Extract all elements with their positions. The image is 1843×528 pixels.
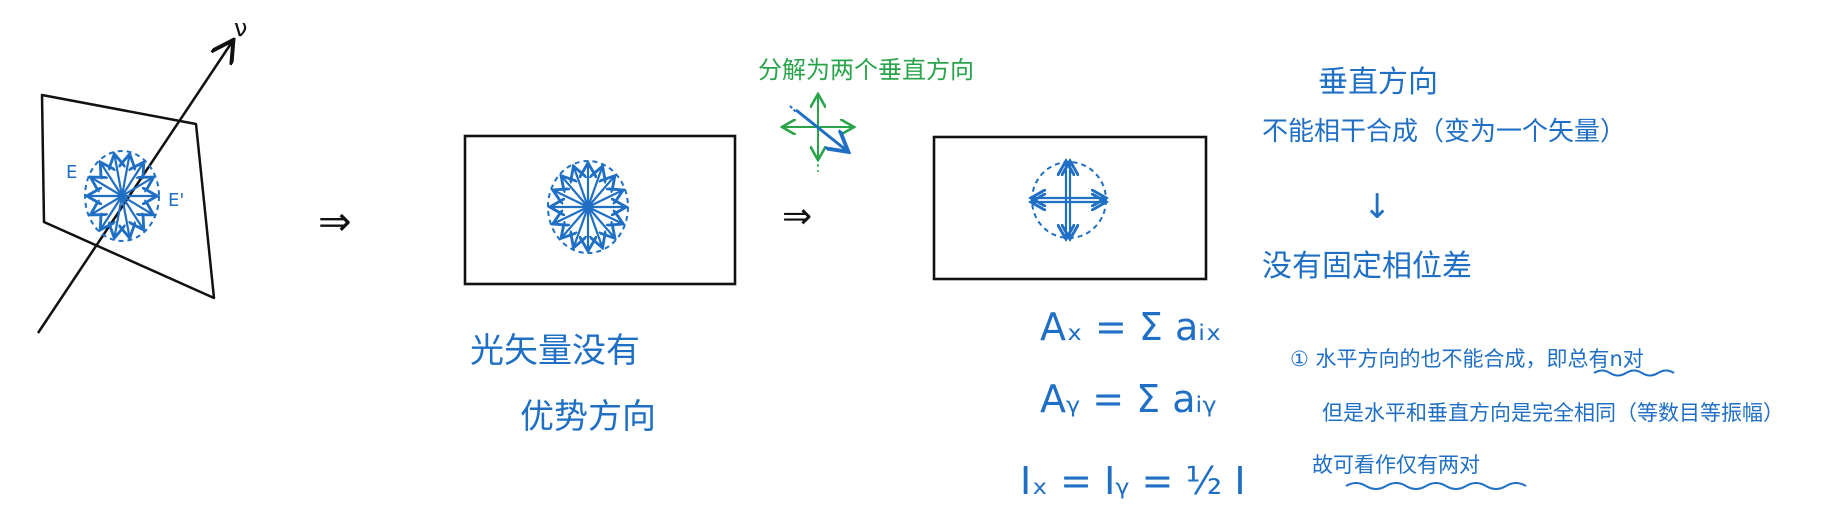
oblique-plane-panel: ν E E' — [36, 14, 247, 334]
random-polarization-star-2 — [547, 160, 629, 254]
oblique-plane — [40, 93, 216, 300]
orthogonal-components — [1032, 162, 1106, 238]
front-view-panel: 光矢量没有 优势方向 — [463, 134, 737, 437]
polarization-vector — [555, 191, 589, 208]
polarization-vector — [563, 206, 589, 237]
note-item-2: 但是水平和垂直方向是完全相同（等数目等振幅） — [1322, 401, 1784, 425]
propagation-label: ν — [234, 14, 247, 42]
caption-line-1: 光矢量没有 — [470, 331, 640, 371]
note-line-3: 没有固定相位差 — [1262, 249, 1472, 284]
caption-line-2: 优势方向 — [520, 397, 656, 437]
decomposed-view-panel: Aₓ = Σ aᵢₓ Aᵧ = Σ aᵢᵧ Iₓ = Iᵧ = ½ I — [932, 135, 1246, 503]
polarization-vector — [587, 206, 614, 237]
polarization-vector — [586, 206, 602, 246]
random-polarization-star-1 — [84, 150, 160, 242]
decomposed-view-frame — [932, 135, 1208, 281]
polarization-vector — [587, 191, 621, 208]
implies-arrow-1: ⇒ — [318, 199, 352, 245]
equation-ax: Aₓ = Σ aᵢₓ — [1040, 305, 1222, 349]
note-item-3: 故可看作仅有两对 — [1312, 453, 1480, 477]
note-title: 垂直方向 — [1318, 65, 1438, 100]
polarization-vector — [121, 178, 152, 197]
polarization-vector — [587, 206, 621, 223]
polarization-vector — [92, 178, 123, 197]
polarization-vector — [92, 195, 123, 214]
note-item-3-underline — [1345, 482, 1527, 490]
decomposition-text: 分解为两个垂直方向 — [758, 56, 974, 84]
decomposition-sketch — [782, 96, 852, 172]
polarization-vector — [101, 164, 123, 197]
decomposition-note: 分解为两个垂直方向 — [758, 56, 974, 172]
right-notes: 垂直方向 不能相干合成（变为一个矢量） ↓ 没有固定相位差 ① 水平方向的也不能… — [1262, 65, 1784, 490]
note-down-arrow: ↓ — [1363, 187, 1392, 227]
polarization-vector — [563, 177, 589, 208]
polarization-vector — [587, 177, 614, 208]
implies-arrow-2: ⇒ — [782, 196, 812, 237]
polarization-vector — [101, 195, 123, 228]
note-item-1-underline — [1593, 369, 1675, 377]
e-label-left: E — [66, 162, 77, 183]
equation-ay: Aᵧ = Σ aᵢᵧ — [1040, 377, 1216, 421]
note-item-1: ① 水平方向的也不能合成，即总有n对 — [1290, 347, 1644, 371]
polarization-vector — [121, 195, 152, 214]
polarization-vector — [115, 156, 122, 197]
front-view-frame — [463, 134, 737, 286]
equation-intensity: Iₓ = Iᵧ = ½ I — [1020, 459, 1246, 503]
e-label-right: E' — [168, 190, 184, 211]
polarization-vector — [122, 195, 129, 236]
polarization-vector — [574, 168, 590, 208]
polarization-vector — [121, 164, 143, 197]
polarization-vector — [121, 195, 143, 228]
polarization-vector — [555, 206, 589, 223]
note-line-2: 不能相干合成（变为一个矢量） — [1262, 117, 1626, 147]
